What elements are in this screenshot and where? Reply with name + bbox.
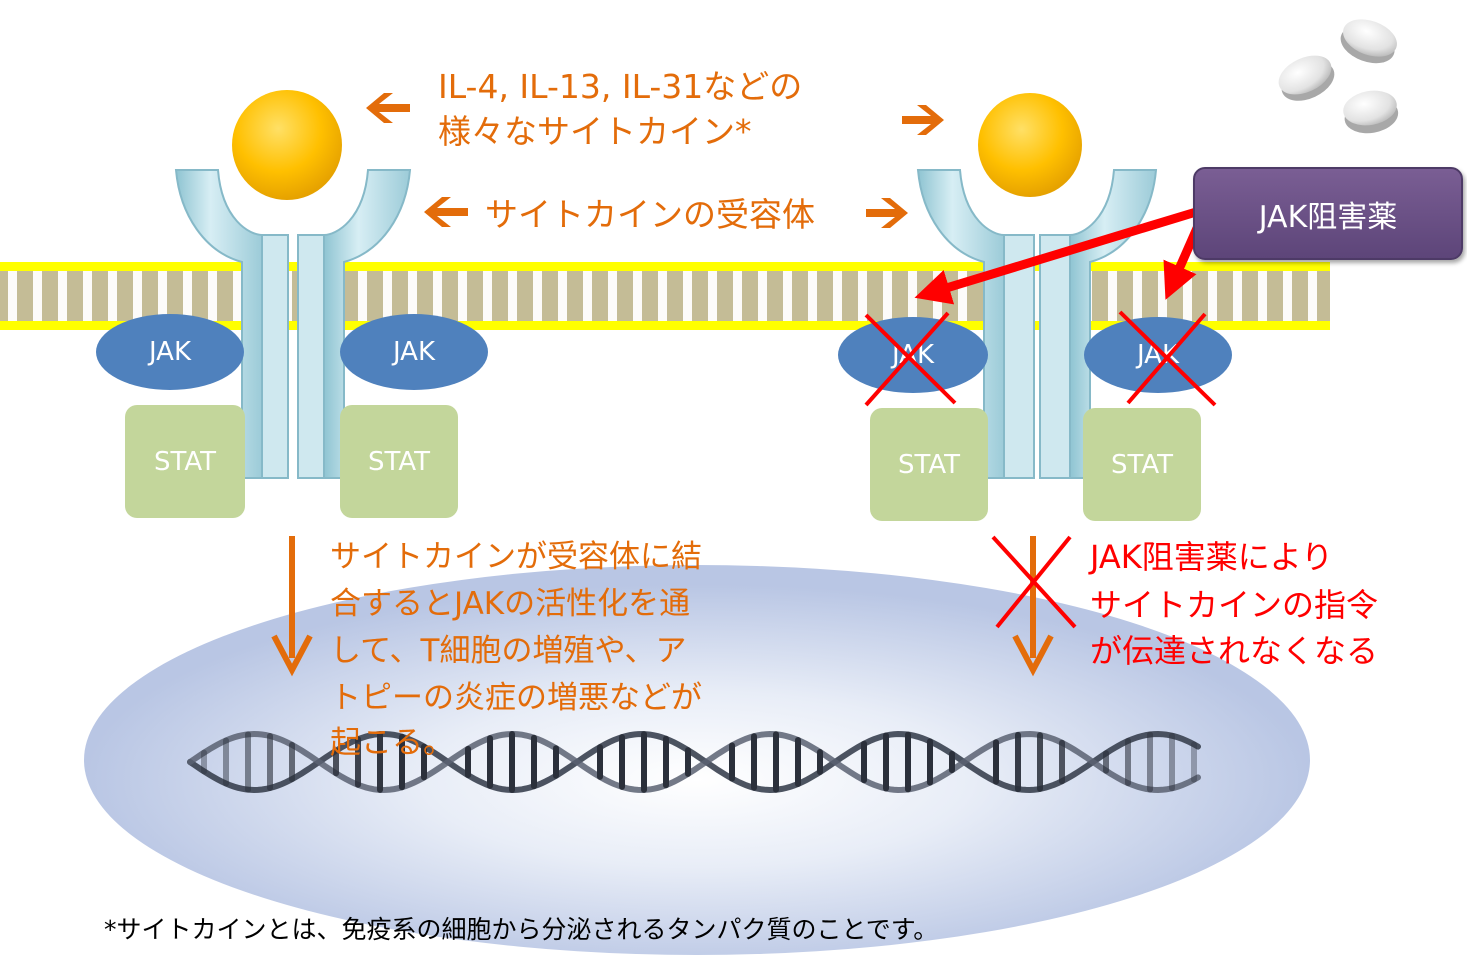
- right-note: JAK阻害薬により サイトカインの指令 が伝達されなくなる: [1088, 538, 1378, 670]
- cytokine-arrow-right-icon: [902, 105, 944, 135]
- dna-helix: [187, 730, 1201, 794]
- receptor-arrow-right-icon: [866, 198, 908, 228]
- cytokine-arrow-left-icon: [366, 93, 410, 123]
- cell-membrane: [0, 262, 1330, 330]
- left-note-line-4: トピーの炎症の増悪などが: [330, 680, 702, 716]
- cytokine-label-line2: 様々なサイトカイン*: [438, 112, 752, 151]
- right-note-line-2: サイトカインの指令: [1090, 586, 1378, 624]
- jak-inhibitor-box: JAK阻害薬: [1193, 167, 1463, 260]
- right-cytokine: [978, 93, 1082, 197]
- left-stat-box-1: [125, 405, 245, 518]
- left-jak-oval-1: [96, 314, 244, 390]
- left-note-line-5: 起こる。: [330, 725, 454, 761]
- right-stat-box-1: [870, 408, 988, 521]
- footnote: *サイトカインとは、免疫系の細胞から分泌されるタンパク質のことです。: [104, 915, 939, 944]
- receptor-label: サイトカインの受容体: [485, 195, 815, 234]
- jak-blocked-cross-1: [864, 311, 957, 407]
- jak-inhibitor-label: JAK阻害薬: [1258, 199, 1398, 235]
- right-jak-oval-2: [1084, 317, 1232, 393]
- signal-blocked-cross: [991, 535, 1077, 629]
- left-cytokine: [232, 90, 342, 200]
- signal-arrow-down-left: [271, 536, 313, 677]
- receptor-arrow-left-icon: [424, 197, 468, 227]
- right-stat-label-1: STAT: [898, 450, 960, 480]
- right-note-line-3: が伝達されなくなる: [1090, 632, 1378, 670]
- nucleus: [84, 565, 1310, 955]
- left-jak-oval-2: [340, 314, 488, 390]
- left-receptor: [174, 169, 412, 479]
- left-note-line-2: 合するとJAKの活性化を通: [330, 586, 690, 622]
- left-note: サイトカインが受容体に結 合するとJAKの活性化を通 して、T細胞の増殖や、ア …: [330, 539, 702, 761]
- cytokine-label-line1: IL-4, IL-13, IL-31などの: [438, 67, 802, 106]
- right-stat-label-2: STAT: [1111, 450, 1173, 480]
- left-jak-label-2: JAK: [391, 337, 436, 367]
- inhibitor-arrow-left: [914, 207, 1198, 305]
- right-stat-box-2: [1083, 408, 1201, 521]
- jak-blocked-cross-2: [1118, 310, 1217, 407]
- left-note-line-3: して、T細胞の増殖や、ア: [330, 633, 687, 669]
- left-note-line-1: サイトカインが受容体に結: [330, 539, 702, 575]
- left-stat-box-2: [340, 405, 458, 518]
- left-stat-label-1: STAT: [154, 447, 216, 477]
- signal-arrow-down-right: [1012, 536, 1054, 677]
- left-jak-label-1: JAK: [147, 337, 192, 367]
- pills-image: [1278, 19, 1399, 134]
- right-note-line-1: JAK阻害薬により: [1088, 538, 1333, 576]
- left-stat-label-2: STAT: [368, 447, 430, 477]
